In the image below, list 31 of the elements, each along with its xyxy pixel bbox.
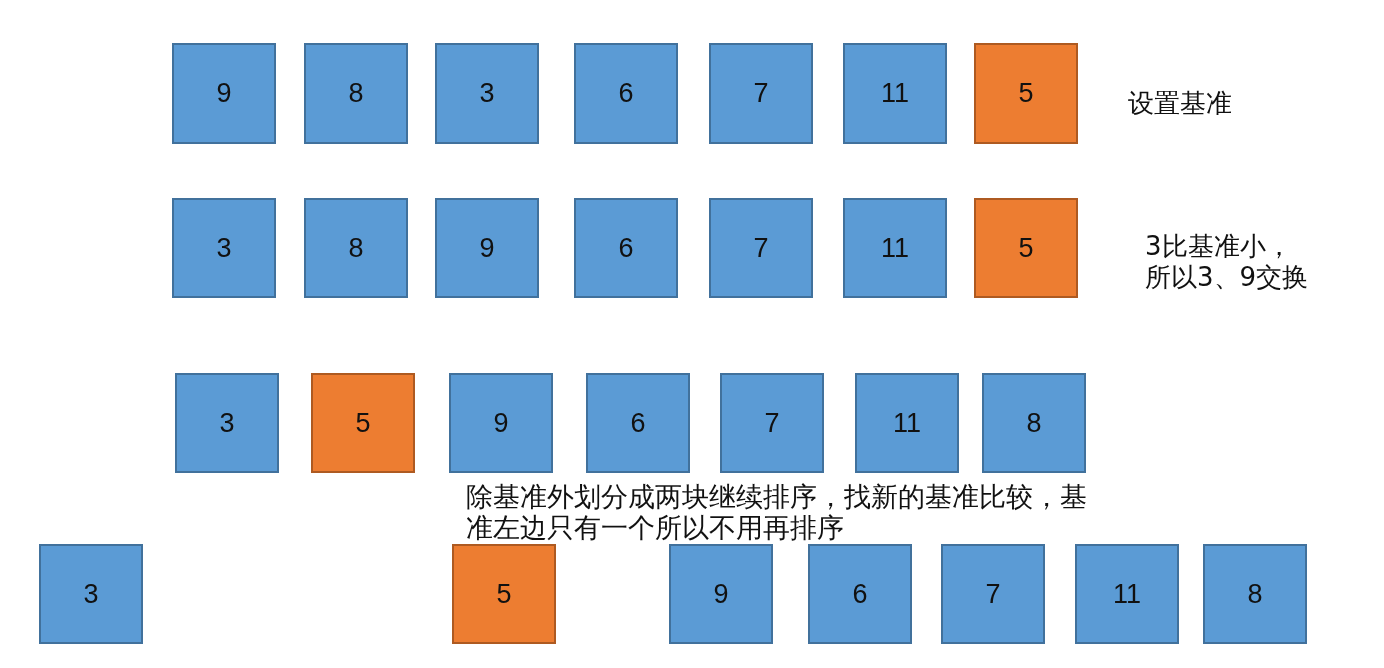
array-box: 7 [709, 198, 813, 298]
array-box: 3 [435, 43, 539, 144]
array-box: 7 [720, 373, 824, 473]
array-box: 8 [304, 43, 408, 144]
array-box: 5 [311, 373, 415, 473]
array-box: 7 [709, 43, 813, 144]
array-box: 5 [974, 198, 1078, 298]
note-text: 设置基准 [1128, 88, 1233, 119]
array-box: 9 [669, 544, 773, 644]
array-box: 7 [941, 544, 1045, 644]
array-box: 8 [982, 373, 1086, 473]
array-box: 11 [1075, 544, 1179, 644]
array-box: 9 [172, 43, 276, 144]
array-box: 6 [574, 43, 678, 144]
array-box: 11 [843, 198, 947, 298]
array-box: 8 [304, 198, 408, 298]
array-box: 11 [843, 43, 947, 144]
array-box: 11 [855, 373, 959, 473]
array-box: 9 [449, 373, 553, 473]
array-box: 8 [1203, 544, 1307, 644]
array-box: 9 [435, 198, 539, 298]
array-box: 3 [175, 373, 279, 473]
array-box: 3 [39, 544, 143, 644]
array-box: 6 [808, 544, 912, 644]
array-box: 3 [172, 198, 276, 298]
array-box: 5 [974, 43, 1078, 144]
note-text: 除基准外划分成两块继续排序，找新的基准比较，基准左边只有一个所以不用再排序 [466, 481, 1088, 543]
note-text: 3比基准小，所以3、9交换 [1145, 231, 1310, 293]
array-box: 5 [452, 544, 556, 644]
array-box: 6 [586, 373, 690, 473]
array-box: 6 [574, 198, 678, 298]
